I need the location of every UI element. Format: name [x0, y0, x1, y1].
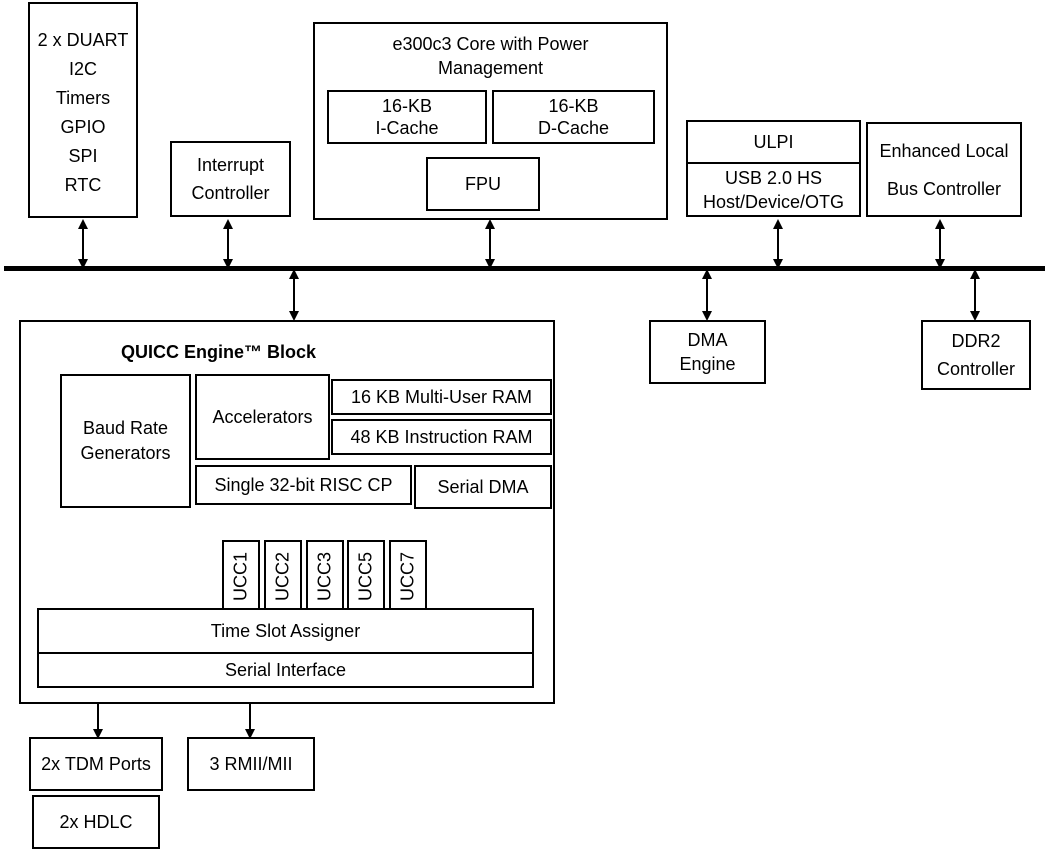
- accelerators-label: Accelerators: [212, 407, 313, 427]
- ucc7-label: UCC7: [397, 551, 418, 601]
- dcache-label-2: D-Cache: [537, 118, 610, 138]
- interrupt-controller-block: Interrupt Controller: [170, 141, 291, 217]
- usb-label-1: USB 2.0 HS: [724, 167, 823, 188]
- serial-interface-label: Serial Interface: [224, 660, 347, 680]
- icache-label-1: 16-KB: [381, 96, 433, 116]
- ulpi-label: ULPI: [753, 132, 794, 152]
- usb-block: ULPI USB 2.0 HS Host/Device/OTG: [686, 120, 861, 217]
- dcache-block: 16-KB D-Cache: [492, 90, 655, 144]
- risc-cp-label: Single 32-bit RISC CP: [214, 475, 393, 495]
- multi-user-ram-label: 16 KB Multi-User RAM: [350, 387, 533, 407]
- system-bus: [4, 266, 1045, 271]
- interrupt-controller-label-1: Interrupt: [196, 155, 265, 175]
- serial-dma-block: Serial DMA: [414, 465, 552, 509]
- peripherals-block: 2 x DUART I2C Timers GPIO SPI RTC: [28, 2, 138, 218]
- elbc-label-1: Enhanced Local: [879, 140, 1009, 161]
- icache-label-2: I-Cache: [375, 118, 439, 138]
- icache-block: 16-KB I-Cache: [327, 90, 487, 144]
- peripheral-rtc: RTC: [64, 175, 102, 195]
- risc-cp-block: Single 32-bit RISC CP: [195, 465, 412, 505]
- ucc1-block: UCC1: [222, 540, 260, 612]
- core-block: e300c3 Core with Power Management 16-KB …: [313, 22, 668, 220]
- tdm-ports-label: 2x TDM Ports: [41, 754, 151, 774]
- instruction-ram-label: 48 KB Instruction RAM: [350, 427, 533, 447]
- instruction-ram-block: 48 KB Instruction RAM: [331, 419, 552, 455]
- quicc-title: QUICC Engine™ Block: [121, 342, 317, 362]
- multi-user-ram-block: 16 KB Multi-User RAM: [331, 379, 552, 415]
- hdlc-block: 2x HDLC: [32, 795, 160, 849]
- ucc7-block: UCC7: [389, 540, 427, 612]
- ucc3-block: UCC3: [306, 540, 344, 612]
- tdm-ports-block: 2x TDM Ports: [29, 737, 163, 791]
- elbc-block: Enhanced Local Bus Controller: [866, 122, 1022, 217]
- ucc3-label: UCC3: [314, 551, 335, 601]
- accelerators-block: Accelerators: [195, 374, 330, 460]
- peripheral-duart: 2 x DUART: [37, 30, 129, 50]
- peripheral-timers: Timers: [55, 88, 111, 108]
- dma-engine-block: DMA Engine: [649, 320, 766, 384]
- ucc2-block: UCC2: [264, 540, 302, 612]
- dcache-label-1: 16-KB: [548, 96, 599, 116]
- elbc-label-2: Bus Controller: [886, 178, 1002, 199]
- usb-section: USB 2.0 HS Host/Device/OTG: [688, 164, 859, 215]
- dma-label-1: DMA: [687, 330, 728, 350]
- peripheral-i2c: I2C: [68, 59, 97, 79]
- peripherals-list: 2 x DUART I2C Timers GPIO SPI RTC: [30, 26, 136, 200]
- brg-label-2: Generators: [80, 443, 171, 463]
- core-title: e300c3 Core with Power Management: [315, 32, 666, 80]
- ucc1-label: UCC1: [230, 551, 251, 601]
- serial-dma-label: Serial DMA: [437, 477, 529, 497]
- peripheral-gpio: GPIO: [60, 117, 106, 137]
- rmii-mii-block: 3 RMII/MII: [187, 737, 315, 791]
- quicc-engine-block: QUICC Engine™ Block Baud Rate Generators…: [19, 320, 555, 704]
- ddr2-label-1: DDR2: [951, 331, 1001, 351]
- fpu-label: FPU: [465, 174, 501, 194]
- time-slot-assigner: Time Slot Assigner: [39, 610, 532, 654]
- ucc5-block: UCC5: [347, 540, 385, 612]
- dma-label-2: Engine: [679, 354, 736, 374]
- peripheral-spi: SPI: [68, 146, 98, 166]
- fpu-block: FPU: [426, 157, 540, 211]
- tsa-label: Time Slot Assigner: [210, 621, 361, 641]
- ucc5-label: UCC5: [355, 551, 376, 601]
- rmii-mii-label: 3 RMII/MII: [209, 754, 293, 774]
- hdlc-label: 2x HDLC: [59, 812, 133, 832]
- core-title-line-2: Management: [437, 58, 544, 78]
- ddr2-label-2: Controller: [936, 359, 1016, 379]
- ddr2-controller-block: DDR2 Controller: [921, 320, 1031, 390]
- interrupt-controller-label-2: Controller: [191, 183, 270, 203]
- core-title-line-1: e300c3 Core with Power: [392, 34, 589, 54]
- brg-label-1: Baud Rate: [82, 418, 169, 438]
- usb-label-2: Host/Device/OTG: [702, 191, 845, 212]
- serial-interface: Serial Interface: [39, 654, 532, 686]
- ulpi-section: ULPI: [688, 122, 859, 164]
- baud-rate-generators-block: Baud Rate Generators: [60, 374, 191, 508]
- tsa-si-block: Time Slot Assigner Serial Interface: [37, 608, 534, 688]
- ucc2-label: UCC2: [272, 551, 293, 601]
